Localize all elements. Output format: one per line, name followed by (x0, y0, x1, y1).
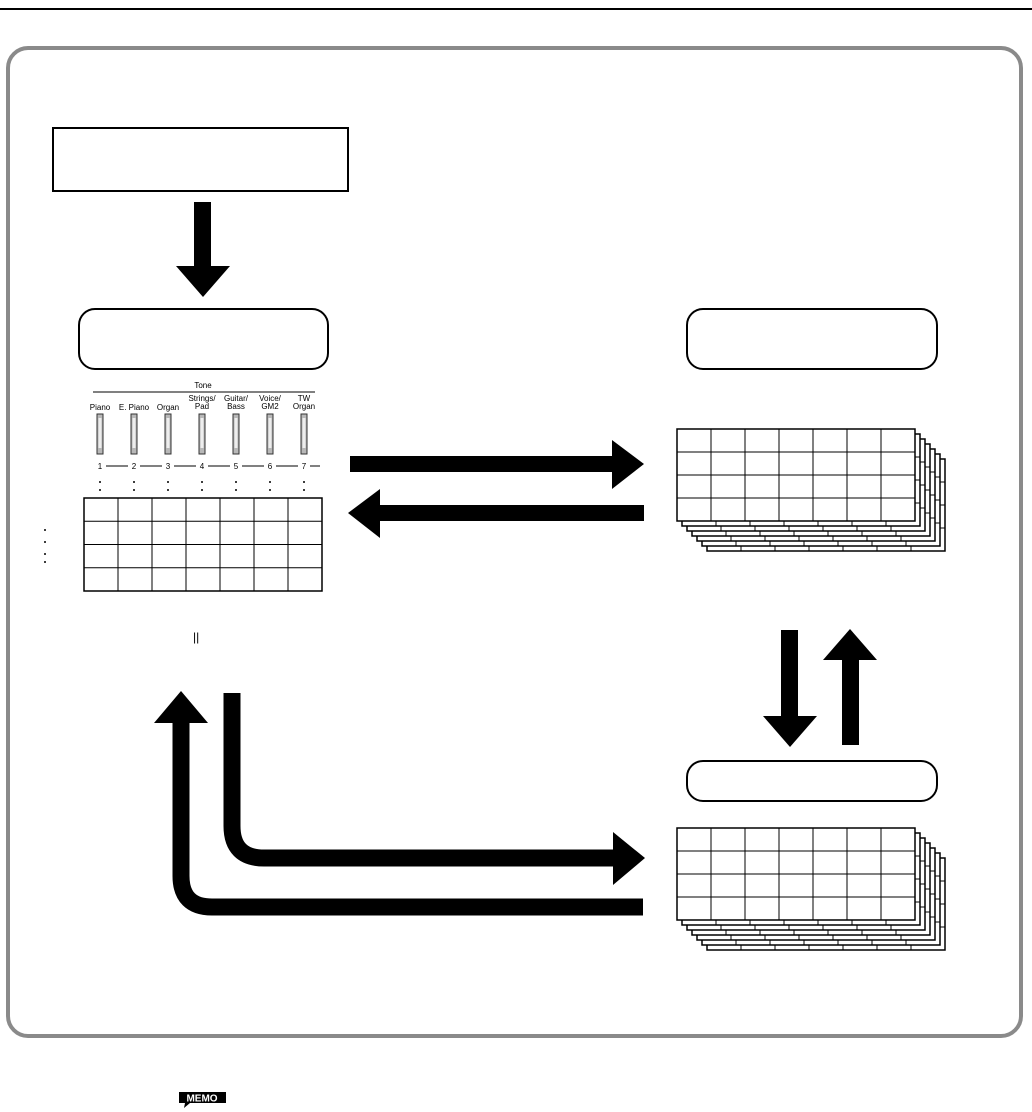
tone-panel: Tone Piano 1 E. Piano 2 Organ 3 Strings/Pad 4 Gu… (90, 381, 320, 491)
tone-button-6[interactable]: Voice/GM2 6 (259, 394, 282, 491)
registration-grid (83, 497, 323, 592)
memo-icon: MEMO (179, 1092, 226, 1108)
storage-box (686, 760, 938, 802)
tone-button-5[interactable]: Guitar/Bass 5 (224, 394, 249, 491)
tone-button-2[interactable]: E. Piano 2 (119, 403, 150, 491)
tone-label: Bass (227, 402, 245, 411)
ellipsis-dots (44, 529, 46, 563)
registration-set-stack (676, 827, 946, 951)
memo-label: MEMO (186, 1094, 217, 1105)
tone-label: Organ (293, 402, 315, 411)
tone-label: E. Piano (119, 403, 150, 412)
tone-number: 1 (98, 462, 103, 471)
tone-label: Organ (157, 403, 179, 412)
tone-button-3[interactable]: Organ 3 (157, 403, 179, 491)
tone-button-1[interactable]: Piano 1 (90, 403, 111, 491)
registration-grid-cells (83, 497, 323, 592)
tone-button-4[interactable]: Strings/Pad 4 (188, 394, 216, 491)
registration-set-front (676, 827, 916, 921)
equals-mark: || (193, 630, 199, 644)
tone-label: Guitar/ (224, 394, 249, 403)
tone-button-light (132, 418, 136, 448)
tone-button-light (200, 418, 204, 448)
tone-label: TW (298, 394, 311, 403)
bent-up-arrow-icon (154, 691, 643, 916)
source-box (52, 127, 349, 192)
tone-number: 5 (234, 462, 239, 471)
tone-label: Voice/ (259, 394, 282, 403)
down-arrow-icon (176, 202, 230, 297)
tone-number: 7 (302, 462, 307, 471)
tone-label: GM2 (261, 402, 279, 411)
tone-number: 4 (200, 462, 205, 471)
tone-number: 3 (166, 462, 171, 471)
right-arrow-icon (350, 440, 644, 489)
panel-memory-box (78, 308, 329, 370)
tone-button-light (302, 418, 306, 448)
tone-number: 6 (268, 462, 273, 471)
tone-button-light (268, 418, 272, 448)
down-arrow-icon (763, 630, 817, 747)
tone-title: Tone (194, 381, 212, 390)
up-arrow-icon (823, 629, 877, 745)
tone-label: Pad (195, 402, 209, 411)
tone-button-light (98, 418, 102, 448)
registration-set-stack (676, 428, 946, 552)
tone-button-light (234, 418, 238, 448)
tone-label: Piano (90, 403, 111, 412)
diagram-panel (6, 46, 1023, 1038)
tone-label: Strings/ (188, 394, 216, 403)
left-arrow-icon (348, 489, 644, 538)
tone-button-light (166, 418, 170, 448)
top-rule (0, 8, 1032, 10)
tone-number: 2 (132, 462, 137, 471)
registration-memory-box (686, 308, 938, 370)
registration-set-front (676, 428, 916, 522)
bent-right-arrow-icon (223, 693, 645, 885)
